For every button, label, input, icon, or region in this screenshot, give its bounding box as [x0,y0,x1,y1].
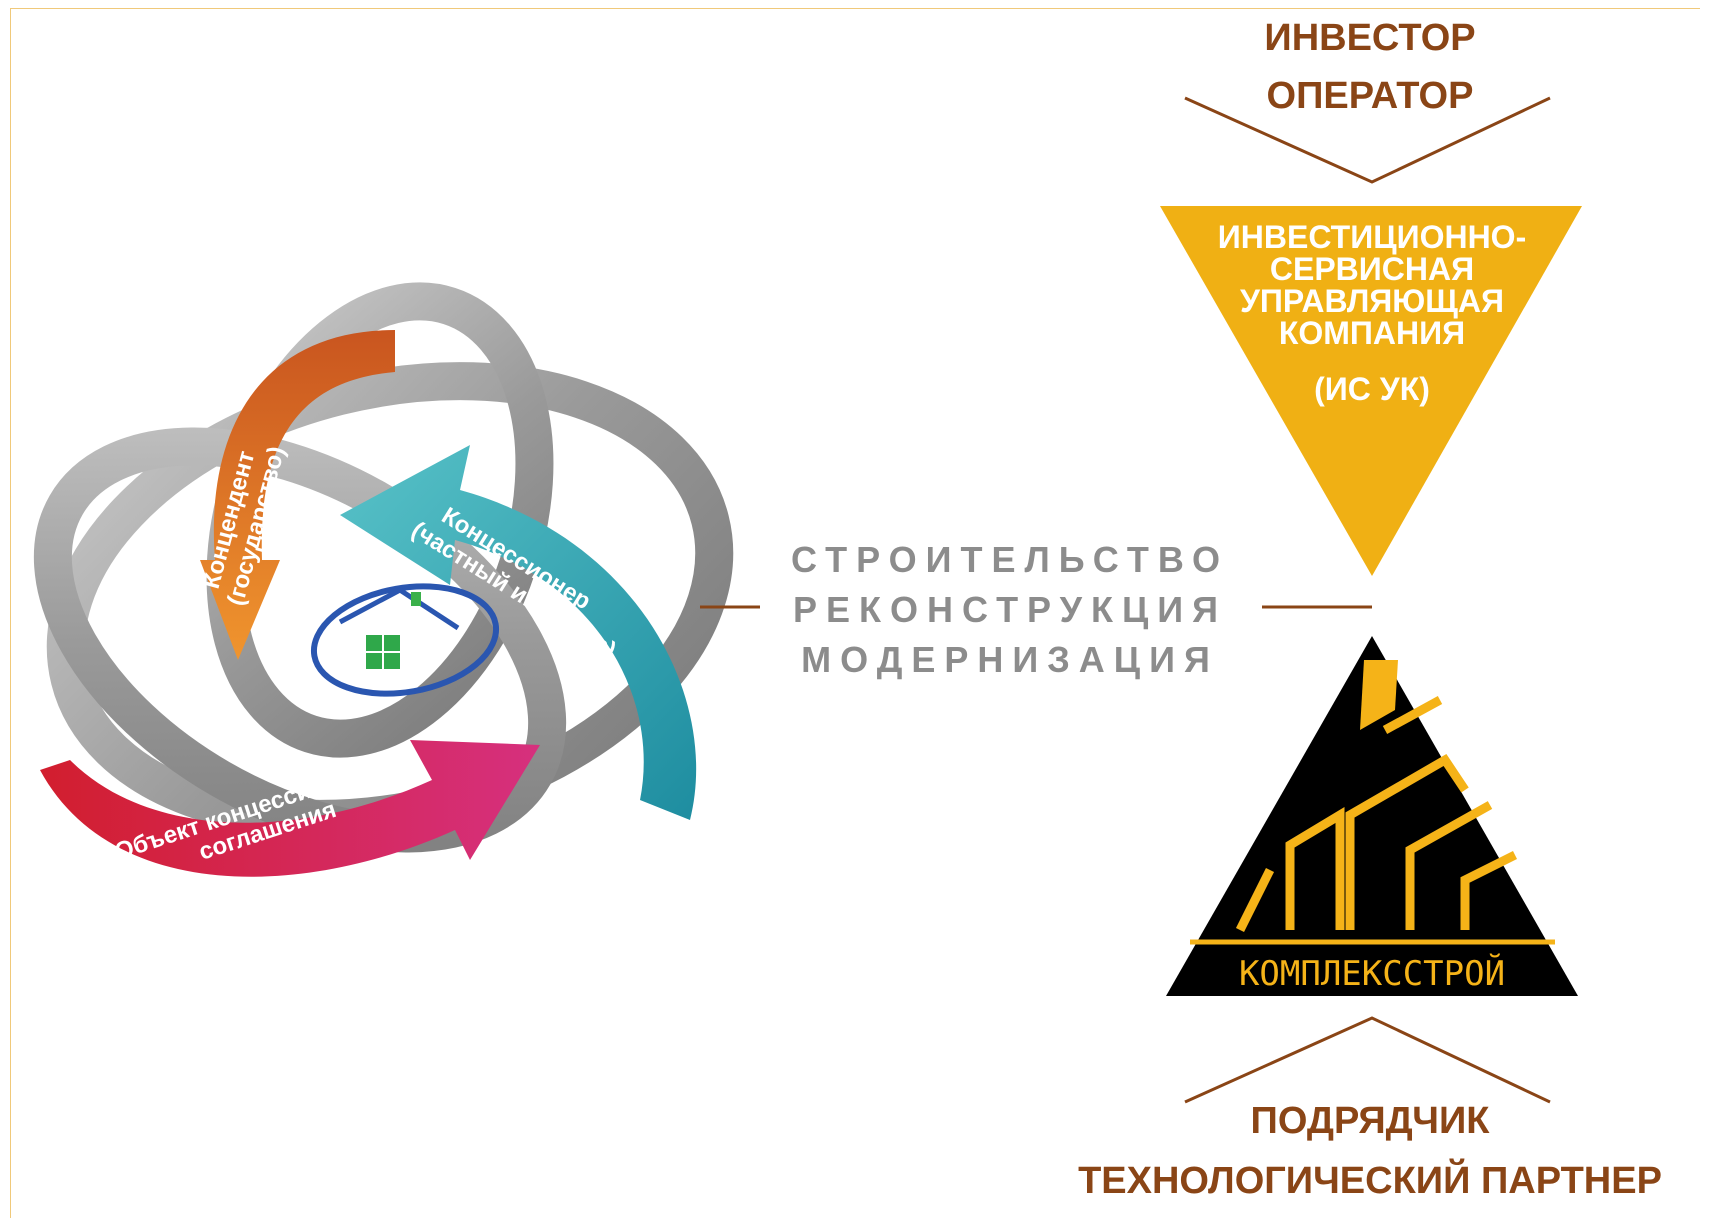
object-arrow [40,740,540,877]
triangle-abbr: (ИС УК) [1314,371,1430,407]
concedent-arrow [200,330,395,660]
work-type-reconstruction: РЕКОНСТРУКЦИЯ [793,589,1227,630]
role-operator: ОПЕРАТОР [1267,75,1474,117]
role-investor: ИНВЕСТОР [1264,17,1475,59]
triangle-line4: КОМПАНИЯ [1279,315,1465,351]
slide-frame [10,8,1700,1218]
work-type-construction: СТРОИТЕЛЬСТВО [791,539,1229,580]
center-work-types: СТРОИТЕЛЬСТВО РЕКОНСТРУКЦИЯ МОДЕРНИЗАЦИЯ [700,539,1372,680]
role-tech-partner: ТЕХНОЛОГИЧЕСКИЙ ПАРТНЕР [1078,1157,1662,1202]
concession-cycle: Концендент (государство) Концессионер (ч… [33,282,734,877]
triangle-line3: УПРАВЛЯЮЩАЯ [1240,283,1504,319]
concessioner-arrow [340,445,697,820]
role-contractor: ПОДРЯДЧИК [1251,1100,1491,1142]
triangle-line2: СЕРВИСНАЯ [1270,251,1474,287]
work-type-modernization: МОДЕРНИЗАЦИЯ [801,639,1219,680]
bottom-roles: ПОДРЯДЧИК ТЕХНОЛОГИЧЕСКИЙ ПАРТНЕР [1078,1016,1662,1202]
logo-name: КОМПЛЕКССТРОЙ [1239,953,1505,994]
management-company-triangle: ИНВЕСТИЦИОННО- СЕРВИСНАЯ УПРАВЛЯЮЩАЯ КОМ… [1160,206,1582,576]
triangle-line1: ИНВЕСТИЦИОННО- [1218,219,1526,255]
house-icon [310,583,500,697]
kompleksstroy-logo: КОМПЛЕКССТРОЙ [1166,636,1578,996]
top-roles: ИНВЕСТОР ОПЕРАТОР [1184,17,1551,184]
bottom-chevron [1184,1016,1551,1104]
top-chevron [1184,96,1551,184]
